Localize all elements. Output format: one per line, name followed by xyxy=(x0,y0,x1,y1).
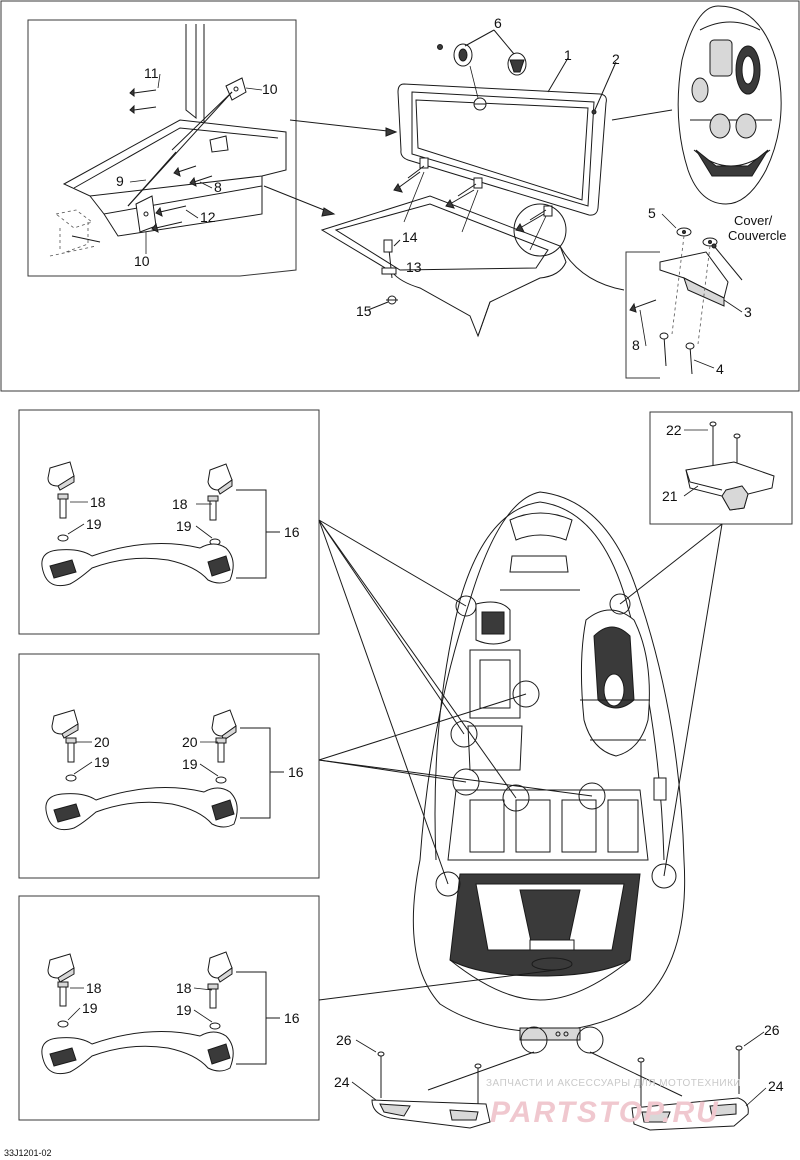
rivet-8-group xyxy=(173,135,229,187)
callout-11: 11 xyxy=(144,65,159,81)
location-markers xyxy=(435,593,677,1054)
top-section-frame xyxy=(0,0,800,392)
callout-19e: 19 xyxy=(82,1000,98,1016)
callout-26b: 26 xyxy=(764,1022,780,1038)
handle-assembly-1 xyxy=(41,461,280,587)
callout-19a: 19 xyxy=(86,516,102,532)
callout-2: 2 xyxy=(612,51,620,67)
stern-brackets xyxy=(371,1045,749,1131)
callout-20b: 20 xyxy=(182,734,198,750)
callout-24b: 24 xyxy=(768,1078,784,1094)
handle-box-2 xyxy=(18,653,320,879)
watercraft-thumbnail xyxy=(677,5,782,205)
storage-lid xyxy=(397,83,607,217)
callout-18a: 18 xyxy=(90,494,106,510)
callout-16a: 16 xyxy=(284,524,300,540)
callout-21: 21 xyxy=(662,488,678,504)
screw-12-group xyxy=(151,205,187,233)
hinge-detail xyxy=(625,227,743,379)
lid-support-inset xyxy=(27,19,297,277)
callout-10a: 10 xyxy=(262,81,278,97)
watercraft-main xyxy=(412,491,686,1041)
screw-11-group xyxy=(129,87,157,114)
cap-6-group xyxy=(437,29,527,99)
callout-6: 6 xyxy=(494,15,502,31)
lid-screws xyxy=(393,165,547,251)
callout-8b: 8 xyxy=(632,337,640,353)
callout-4: 4 xyxy=(716,361,724,377)
callout-20a: 20 xyxy=(94,734,110,750)
callout-19f: 19 xyxy=(176,1002,192,1018)
watermark-brand: PARTSTOP.RU xyxy=(490,1096,720,1129)
cleat-box xyxy=(649,411,793,525)
leader-lines xyxy=(318,519,723,1097)
callout-3: 3 xyxy=(744,304,752,320)
cover-label-line1: Cover/ xyxy=(734,213,773,228)
callout-19d: 19 xyxy=(182,756,198,772)
diagram-code: 33J1201-02 xyxy=(4,1148,52,1158)
callout-24a: 24 xyxy=(334,1074,350,1090)
handle-assembly-3 xyxy=(41,951,280,1075)
callout-8a: 8 xyxy=(214,179,222,195)
callout-1: 1 xyxy=(564,47,572,63)
handle-box-1 xyxy=(18,409,320,635)
callout-26a: 26 xyxy=(336,1032,352,1048)
cover-label-line2: Couvercle xyxy=(728,228,787,243)
callout-18d: 18 xyxy=(176,980,192,996)
callout-22: 22 xyxy=(666,422,682,438)
callout-18c: 18 xyxy=(86,980,102,996)
callout-12: 12 xyxy=(200,209,216,225)
callout-16c: 16 xyxy=(284,1010,300,1026)
cleat-assembly xyxy=(685,421,775,511)
callout-19b: 19 xyxy=(176,518,192,534)
handle-assembly-2 xyxy=(45,709,284,831)
callout-18b: 18 xyxy=(172,496,188,512)
callout-16b: 16 xyxy=(288,764,304,780)
callout-19c: 19 xyxy=(94,754,110,770)
callout-9: 9 xyxy=(116,173,124,189)
callout-13: 13 xyxy=(406,259,422,275)
callout-14: 14 xyxy=(402,229,418,245)
callout-10b: 10 xyxy=(134,253,150,269)
callout-5: 5 xyxy=(648,205,656,221)
handle-box-3 xyxy=(18,895,320,1121)
storage-tub xyxy=(320,195,567,338)
latch-parts xyxy=(367,239,401,311)
callout-15: 15 xyxy=(356,303,372,319)
watermark-tagline: ЗАПЧАСТИ И АКСЕССУАРЫ ДЛЯ МОТОТЕХНИКИ xyxy=(486,1078,741,1089)
